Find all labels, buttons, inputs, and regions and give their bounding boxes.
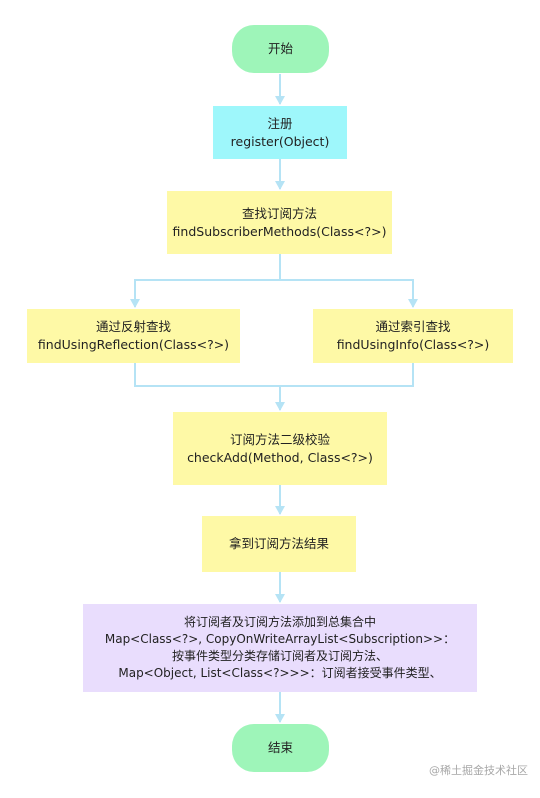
get-result-node: 拿到订阅方法结果 <box>202 516 356 572</box>
register-title: 注册 <box>267 115 293 131</box>
find-methods-code: findSubscriberMethods(Class<?>) <box>172 223 387 239</box>
edge-find-methods-branch <box>130 254 281 308</box>
end-node: 结束 <box>232 724 329 772</box>
start-node: 开始 <box>232 25 329 73</box>
find-reflection-node: 通过反射查找 findUsingReflection(Class<?>) <box>27 309 240 363</box>
check-add-title: 订阅方法二级校验 <box>229 431 330 447</box>
add-collection-line: Map<Class<?>, CopyOnWriteArrayList<Subsc… <box>104 632 456 646</box>
add-collection-line: 按事件类型分类存储订阅者及订阅方法、 <box>171 649 388 663</box>
get-result-label: 拿到订阅方法结果 <box>228 536 329 551</box>
find-methods-title: 查找订阅方法 <box>241 205 317 221</box>
find-index-node: 通过索引查找 findUsingInfo(Class<?>) <box>313 309 513 363</box>
add-collection-line: 将订阅者及订阅方法添加到总集合中 <box>183 615 376 629</box>
find-methods-node: 查找订阅方法 findSubscriberMethods(Class<?>) <box>167 191 392 254</box>
register-code: register(Object) <box>230 133 330 149</box>
check-add-code: checkAdd(Method, Class<?>) <box>187 449 373 465</box>
find-reflection-title: 通过反射查找 <box>95 319 171 334</box>
edge-merge-left <box>134 363 414 387</box>
end-label: 结束 <box>267 740 293 755</box>
find-index-title: 通过索引查找 <box>375 319 451 334</box>
check-add-node: 订阅方法二级校验 checkAdd(Method, Class<?>) <box>173 412 387 485</box>
add-collection-line: Map<Object, List<Class<?>>>：订阅者接受事件类型、 <box>118 666 442 680</box>
start-label: 开始 <box>267 41 293 56</box>
find-index-code: findUsingInfo(Class<?>) <box>336 337 490 352</box>
register-node: 注册 register(Object) <box>213 106 347 159</box>
find-reflection-code: findUsingReflection(Class<?>) <box>37 337 230 352</box>
edge-find-methods-branch-right <box>280 279 418 308</box>
watermark: @稀土掘金技术社区 <box>429 764 528 777</box>
add-collection-node: 将订阅者及订阅方法添加到总集合中 Map<Class<?>, CopyOnWri… <box>83 604 477 692</box>
